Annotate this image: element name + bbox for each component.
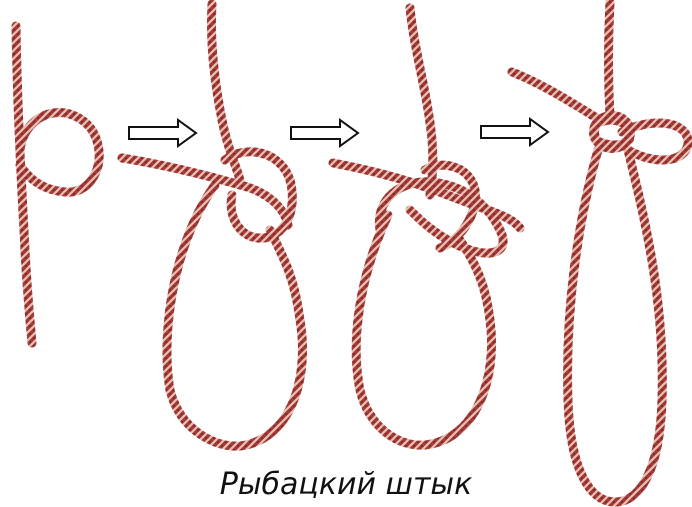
- step-1-loop: [16, 26, 99, 343]
- rope-standing-part: [16, 26, 32, 343]
- rope-standing-part: [609, 2, 611, 118]
- arrow-icon: [129, 120, 196, 146]
- rope-working-end: [122, 158, 288, 225]
- rope-working-end: [512, 72, 600, 120]
- arrow-icon: [481, 119, 548, 145]
- arrow-icon: [291, 120, 358, 146]
- page-title: Рыбацкий штык: [0, 470, 692, 500]
- rope-loop: [20, 113, 99, 193]
- step-4-tightened: [512, 2, 688, 502]
- step-3-wrap: [333, 8, 520, 445]
- rope-long-loop: [568, 150, 663, 502]
- step-2-turn: [122, 4, 303, 446]
